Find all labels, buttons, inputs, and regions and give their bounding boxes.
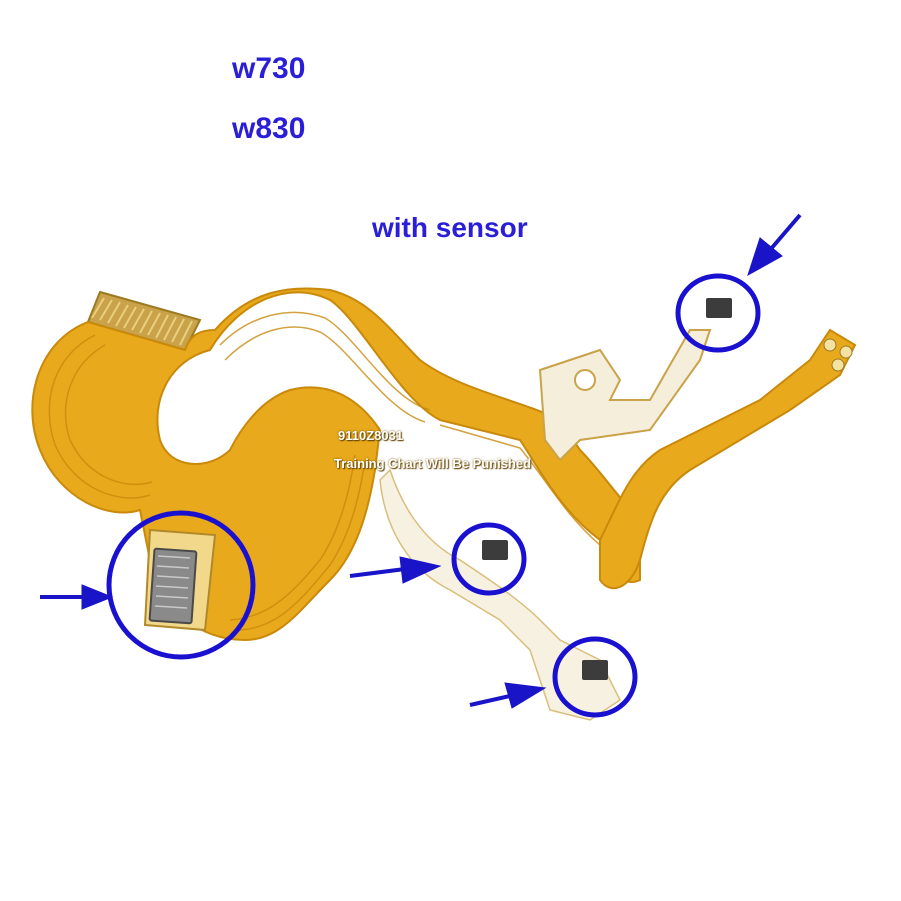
highlight-circle-connector (106, 510, 256, 660)
watermark-code: 9110Z8031 (338, 428, 404, 443)
highlight-circle-sensor-middle (451, 522, 527, 596)
arrow-icon (747, 213, 802, 277)
arrow-icon (349, 556, 442, 584)
model-label-w830: w830 (232, 112, 306, 145)
arrow-icon (40, 584, 114, 610)
highlight-circles (106, 273, 761, 718)
sensor-chip (582, 660, 608, 680)
arrow-icon (469, 682, 547, 709)
highlight-circle-sensor-top (675, 273, 761, 353)
pointer-arrows (40, 213, 802, 709)
feature-label: with sensor (372, 212, 528, 243)
sensor-chip (706, 298, 732, 318)
sensor-chip (482, 540, 508, 560)
watermark-text: Training Chart Will Be Punished (334, 456, 532, 471)
flex-cable (31, 287, 857, 721)
model-label-w730: w730 (232, 52, 306, 85)
highlight-circle-sensor-bottom (552, 636, 638, 718)
